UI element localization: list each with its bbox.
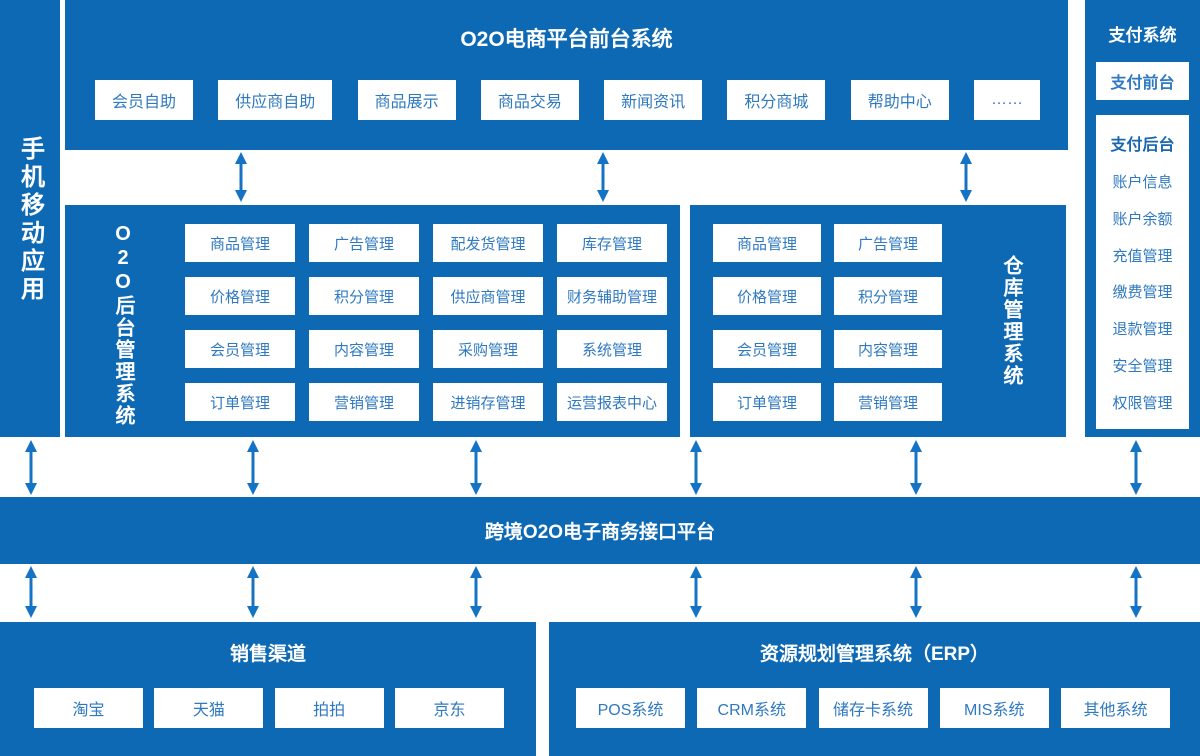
sales-channel-modules: 淘宝天猫拍拍京东 xyxy=(34,688,504,728)
payment-system-title: 支付系统 xyxy=(1108,26,1177,45)
erp-module-box: 其他系统 xyxy=(1061,688,1170,728)
warehouse-module-box: 商品管理 xyxy=(713,224,821,262)
double-arrow xyxy=(25,440,37,495)
front-module-box: 新闻资讯 xyxy=(604,80,703,120)
payment-back-item: 缴费管理 xyxy=(1112,284,1173,302)
backend-module-box: 广告管理 xyxy=(309,224,419,262)
payment-back-item: 账户信息 xyxy=(1112,173,1173,191)
double-arrow xyxy=(1130,566,1142,618)
backend-module-box: 配发货管理 xyxy=(433,224,543,262)
front-system-modules: 会员自助供应商自助商品展示商品交易新闻资讯积分商城帮助中心 …… xyxy=(95,80,1040,120)
front-system-panel: O2O电商平台前台系统 会员自助供应商自助商品展示商品交易新闻资讯积分商城帮助中… xyxy=(65,0,1068,150)
double-arrow xyxy=(690,440,702,495)
backend-system-modules: 商品管理广告管理配发货管理库存管理价格管理积分管理供应商管理财务辅助管理会员管理… xyxy=(185,224,667,421)
backend-module-box: 价格管理 xyxy=(185,277,295,315)
backend-module-box: 内容管理 xyxy=(309,330,419,368)
sales-channels-panel: 销售渠道 淘宝天猫拍拍京东 xyxy=(0,622,536,756)
erp-module-box: 储存卡系统 xyxy=(818,688,928,728)
front-module-box: 会员自助 xyxy=(95,80,194,120)
front-system-title: O2O电商平台前台系统 xyxy=(460,28,673,51)
backend-module-box: 商品管理 xyxy=(185,224,295,262)
front-module-box: 积分商城 xyxy=(727,80,826,120)
payment-back-item: 权限管理 xyxy=(1112,395,1173,412)
double-arrow xyxy=(960,152,972,202)
double-arrow xyxy=(235,152,247,202)
interface-platform-bar: 跨境O2O电子商务接口平台 xyxy=(0,497,1200,564)
backend-system-panel: O2O后台管理系统 商品管理广告管理配发货管理库存管理价格管理积分管理供应商管理… xyxy=(65,205,680,437)
backend-module-box: 系统管理 xyxy=(557,330,667,368)
erp-system-title: 资源规划管理系统（ERP） xyxy=(759,644,990,665)
warehouse-module-box: 内容管理 xyxy=(834,330,942,368)
sales-channels-title: 销售渠道 xyxy=(229,644,306,665)
backend-module-box: 会员管理 xyxy=(185,330,295,368)
backend-module-box: 积分管理 xyxy=(309,277,419,315)
backend-module-box: 财务辅助管理 xyxy=(557,277,667,315)
erp-system-modules: POS系统 CRM系统储存卡系统 MIS系统其他系统 xyxy=(576,688,1170,728)
warehouse-module-box: 营销管理 xyxy=(834,383,942,421)
double-arrow xyxy=(910,440,922,495)
payment-front-box: 支付前台 xyxy=(1096,62,1189,100)
double-arrow xyxy=(597,152,609,202)
payment-back-item: 退款管理 xyxy=(1112,321,1173,339)
erp-system-panel: 资源规划管理系统（ERP） POS系统 CRM系统储存卡系统 MIS系统其他系统 xyxy=(549,622,1200,756)
backend-module-box: 运营报表中心 xyxy=(557,383,667,421)
warehouse-module-box: 订单管理 xyxy=(713,383,821,421)
warehouse-module-box: 价格管理 xyxy=(713,277,821,315)
double-arrow xyxy=(910,566,922,618)
double-arrow xyxy=(1130,440,1142,495)
erp-module-box: MIS系统 xyxy=(939,688,1049,728)
double-arrow xyxy=(247,566,259,618)
sales-channel-box: 拍拍 xyxy=(274,688,384,728)
front-module-box: 供应商自助 xyxy=(218,80,333,120)
warehouse-system-panel: 商品管理广告管理价格管理积分管理会员管理内容管理订单管理营销管理 仓库管理系统 xyxy=(690,205,1066,437)
sales-channel-box: 天猫 xyxy=(154,688,264,728)
front-module-box: 商品交易 xyxy=(480,80,579,120)
front-module-box: 商品展示 xyxy=(357,80,456,120)
double-arrow xyxy=(690,566,702,618)
warehouse-module-box: 会员管理 xyxy=(713,330,821,368)
payment-back-box: 支付后台 账户信息账户余额充值管理缴费管理退款管理安全管理权限管理 xyxy=(1096,115,1189,429)
front-module-box: 帮助中心 xyxy=(850,80,949,120)
backend-module-box: 订单管理 xyxy=(185,383,295,421)
front-module-box: …… xyxy=(973,80,1040,120)
backend-module-box: 营销管理 xyxy=(309,383,419,421)
double-arrow xyxy=(247,440,259,495)
interface-platform-title: 跨境O2O电子商务接口平台 xyxy=(484,522,716,543)
sales-channel-box: 京东 xyxy=(394,688,504,728)
double-arrow xyxy=(470,440,482,495)
backend-module-box: 采购管理 xyxy=(433,330,543,368)
warehouse-module-box: 积分管理 xyxy=(834,277,942,315)
warehouse-module-box: 广告管理 xyxy=(834,224,942,262)
backend-module-box: 库存管理 xyxy=(557,224,667,262)
warehouse-system-label: 仓库管理系统 xyxy=(1000,255,1022,387)
warehouse-system-modules: 商品管理广告管理价格管理积分管理会员管理内容管理订单管理营销管理 xyxy=(713,224,942,421)
payment-back-item: 充值管理 xyxy=(1112,247,1173,265)
payment-back-item: 账户余额 xyxy=(1112,210,1173,228)
double-arrow xyxy=(25,566,37,618)
payment-system-panel: 支付系统 支付前台 支付后台 账户信息账户余额充值管理缴费管理退款管理安全管理权… xyxy=(1085,0,1200,437)
payment-back-label: 支付后台 xyxy=(1110,136,1175,154)
backend-module-box: 进销存管理 xyxy=(433,383,543,421)
mobile-app-label: 手机移动应用 xyxy=(16,136,44,304)
double-arrow xyxy=(470,566,482,618)
sales-channel-box: 淘宝 xyxy=(34,688,143,728)
payment-back-item: 安全管理 xyxy=(1112,358,1173,376)
backend-module-box: 供应商管理 xyxy=(433,277,543,315)
erp-module-box: CRM系统 xyxy=(697,688,807,728)
erp-module-box: POS系统 xyxy=(576,688,685,728)
mobile-app-bar: 手机移动应用 xyxy=(0,0,60,437)
backend-system-label: O2O后台管理系统 xyxy=(112,223,134,427)
